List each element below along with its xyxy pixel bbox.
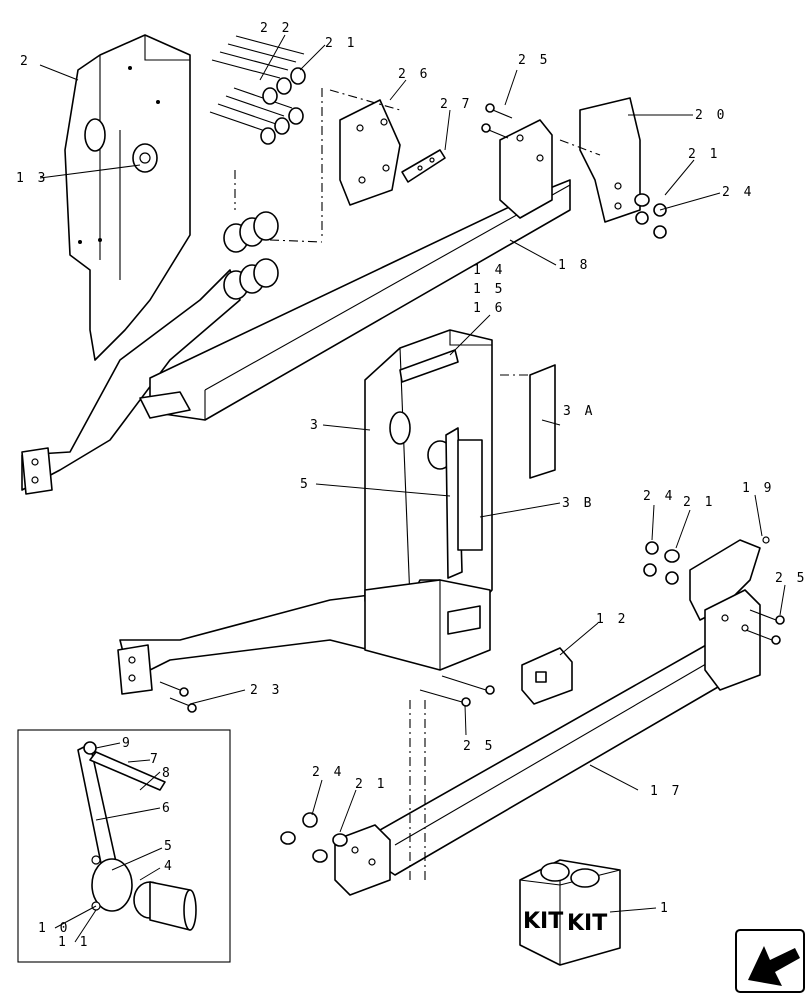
callout-3b: 3 B <box>562 496 594 511</box>
callout-5-main: 5 <box>300 477 311 492</box>
callout-22: 2 2 <box>260 21 292 36</box>
callout-9: 9 <box>122 736 133 751</box>
callout-23: 2 3 <box>250 683 282 698</box>
callout-1: 1 <box>660 901 671 916</box>
callout-5-inset: 5 <box>164 839 175 854</box>
callout-15: 1 5 <box>473 282 505 297</box>
callout-24-bottom: 2 4 <box>312 765 344 780</box>
callout-24-top: 2 4 <box>722 185 754 200</box>
detail-inset-frame <box>17 729 231 963</box>
callout-21-bottom: 2 1 <box>355 777 387 792</box>
callout-7: 7 <box>150 752 161 767</box>
callout-25-bottom: 2 5 <box>463 739 495 754</box>
next-page-arrow-icon[interactable] <box>735 929 805 993</box>
leader-lines <box>39 34 786 943</box>
bolt-set-22 <box>209 35 306 145</box>
callout-25-top: 2 5 <box>518 53 550 68</box>
strap-27 <box>401 149 446 183</box>
callout-21-mid: 2 1 <box>683 495 715 510</box>
callout-10: 1 0 <box>38 921 70 936</box>
callout-18: 1 8 <box>558 258 590 273</box>
bushing-group <box>223 211 279 300</box>
upper-bracket-assembly <box>21 34 571 495</box>
detail-inset <box>77 741 197 931</box>
plate-26 <box>339 99 401 206</box>
callout-14: 1 4 <box>473 263 505 278</box>
callout-21-right: 2 1 <box>688 147 720 162</box>
callout-27: 2 7 <box>440 97 472 112</box>
callout-11: 1 1 <box>58 935 90 950</box>
callout-4: 4 <box>164 859 175 874</box>
callout-6: 6 <box>162 801 173 816</box>
kit-box: KIT KIT <box>519 859 621 966</box>
callout-25-right: 2 5 <box>775 571 807 586</box>
callout-3: 3 <box>310 418 321 433</box>
callout-labels: 2 1 3 2 2 2 1 2 6 2 7 2 5 2 0 2 1 2 4 1 … <box>16 21 807 950</box>
center-bracket-assembly <box>117 329 556 695</box>
kit-label-left: KIT <box>523 909 563 934</box>
callout-16: 1 6 <box>473 301 505 316</box>
callout-2: 2 <box>20 54 31 69</box>
cover-12 <box>521 647 573 705</box>
bracket-20 <box>579 97 641 223</box>
callout-12: 1 2 <box>596 612 628 627</box>
callout-3a: 3 A <box>563 404 595 419</box>
callout-26: 2 6 <box>398 67 430 82</box>
callout-20: 2 0 <box>695 108 727 123</box>
callout-13: 1 3 <box>16 171 48 186</box>
callout-21-top: 2 1 <box>325 36 357 51</box>
callout-19: 1 9 <box>742 481 774 496</box>
callout-17: 1 7 <box>650 784 682 799</box>
callout-8: 8 <box>162 766 173 781</box>
kit-label-right: KIT <box>567 911 607 936</box>
callout-24-mid: 2 4 <box>643 489 675 504</box>
